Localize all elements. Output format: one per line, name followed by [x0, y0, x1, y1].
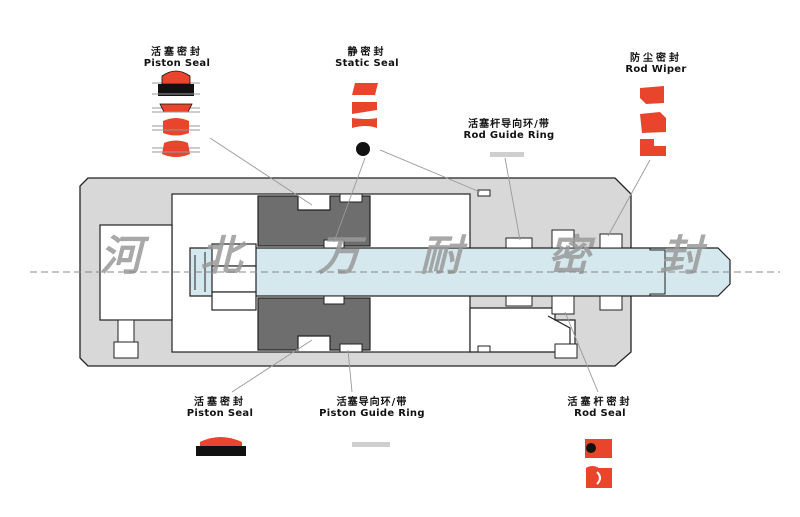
label-zh: 活塞杆密封 — [567, 397, 633, 408]
label-rod-wiper: 防尘密封 Rod Wiper — [614, 53, 698, 75]
label-piston-guide-ring: 活塞导向环/带 Piston Guide Ring — [312, 397, 432, 419]
label-piston-seal-bottom: 活塞密封 Piston Seal — [178, 397, 262, 419]
static-seal-o-ring-icon — [356, 142, 370, 156]
watermark-char: 耐 — [420, 231, 468, 280]
piston-upper-half — [257, 195, 371, 247]
piston-seal-icons-top — [152, 70, 200, 157]
piston-seal-icon-bottom — [196, 437, 246, 456]
leader-piston-guide — [347, 349, 353, 393]
label-piston-seal-top: 活塞密封 Piston Seal — [135, 47, 219, 69]
leader-rod-guide — [504, 157, 521, 241]
label-en: Piston Seal — [186, 407, 254, 419]
label-zh: 活塞导向环/带 — [336, 397, 408, 408]
static-seal-icon-1 — [352, 83, 378, 95]
piston-nut-lower — [211, 291, 257, 311]
piston-guide-slot-lower — [339, 343, 363, 353]
piston-seal-icon-1 — [152, 70, 200, 96]
rod-wiper-icon-2 — [640, 112, 666, 133]
piston-guide-slot-upper — [339, 193, 363, 203]
rod-seal-groove-upper — [551, 229, 575, 249]
piston-seal-icon-3 — [152, 118, 200, 136]
body-slot-lower — [477, 345, 491, 353]
label-en: Rod Seal — [574, 407, 626, 419]
label-en: Rod Guide Ring — [463, 129, 555, 141]
static-seal-icons — [352, 83, 378, 156]
label-static-seal: 静密封 Static Seal — [325, 47, 409, 69]
leader-static-seal — [333, 157, 366, 243]
rod-seal-icon-2-notch — [596, 471, 601, 485]
static-seal-icon-2 — [352, 102, 377, 114]
leader-static-seal-2 — [379, 149, 481, 193]
rod-seal-o-ring-icon — [586, 443, 596, 453]
label-zh: 防尘密封 — [630, 53, 682, 64]
label-en: Piston Guide Ring — [319, 407, 425, 419]
rod-seal-icons — [585, 439, 612, 488]
watermark-char: 封 — [660, 231, 708, 280]
watermark-char: 密 — [548, 231, 596, 280]
piston-lower-half — [257, 297, 371, 351]
leader-piston-seal-top — [209, 137, 313, 206]
leader-rod-wiper — [607, 159, 651, 237]
rod-guide-groove-lower — [505, 295, 533, 307]
rod-wiper-icons — [640, 86, 666, 156]
rod-wiper-icon-1 — [640, 86, 664, 104]
static-seal-icon-3 — [352, 118, 377, 128]
watermark-char: 万 — [317, 231, 367, 280]
label-rod-guide-ring: 活塞杆导向环/带 Rod Guide Ring — [452, 119, 566, 141]
leader-piston-seal-bottom — [231, 339, 313, 393]
leader-lines — [209, 137, 651, 393]
rod-wiper-groove-upper — [599, 233, 623, 249]
port-plug-right — [554, 343, 578, 359]
body-slot-upper — [477, 189, 491, 197]
rod-wiper-groove-lower — [599, 295, 623, 311]
rod-seal-groove-lower — [551, 295, 575, 315]
label-zh: 活塞杆导向环/带 — [468, 119, 550, 130]
piston-seal-icon-4 — [152, 140, 200, 157]
label-en: Rod Wiper — [625, 63, 687, 75]
piston-seal-icon-2 — [152, 103, 200, 113]
watermark-char: 北 — [200, 231, 247, 280]
label-zh: 活塞密封 — [151, 47, 203, 58]
label-en: Piston Seal — [143, 57, 211, 69]
label-en: Static Seal — [335, 57, 399, 69]
rod-end-step — [649, 248, 666, 296]
leader-rod-seal — [564, 311, 599, 393]
static-seal-groove-upper — [323, 239, 345, 249]
port-plug-left — [113, 341, 139, 359]
rod-guide-groove-upper — [505, 237, 533, 249]
label-rod-seal: 活塞杆密封 Rod Seal — [558, 397, 642, 419]
rod-guide-ring-icon — [490, 152, 524, 157]
rod-wiper-icon-3 — [640, 139, 666, 156]
static-seal-groove-lower — [323, 295, 345, 305]
piston-guide-ring-icon — [352, 442, 390, 447]
piston-nut-middle — [211, 265, 257, 293]
label-zh: 静密封 — [347, 47, 387, 58]
label-zh: 活塞密封 — [194, 397, 246, 408]
